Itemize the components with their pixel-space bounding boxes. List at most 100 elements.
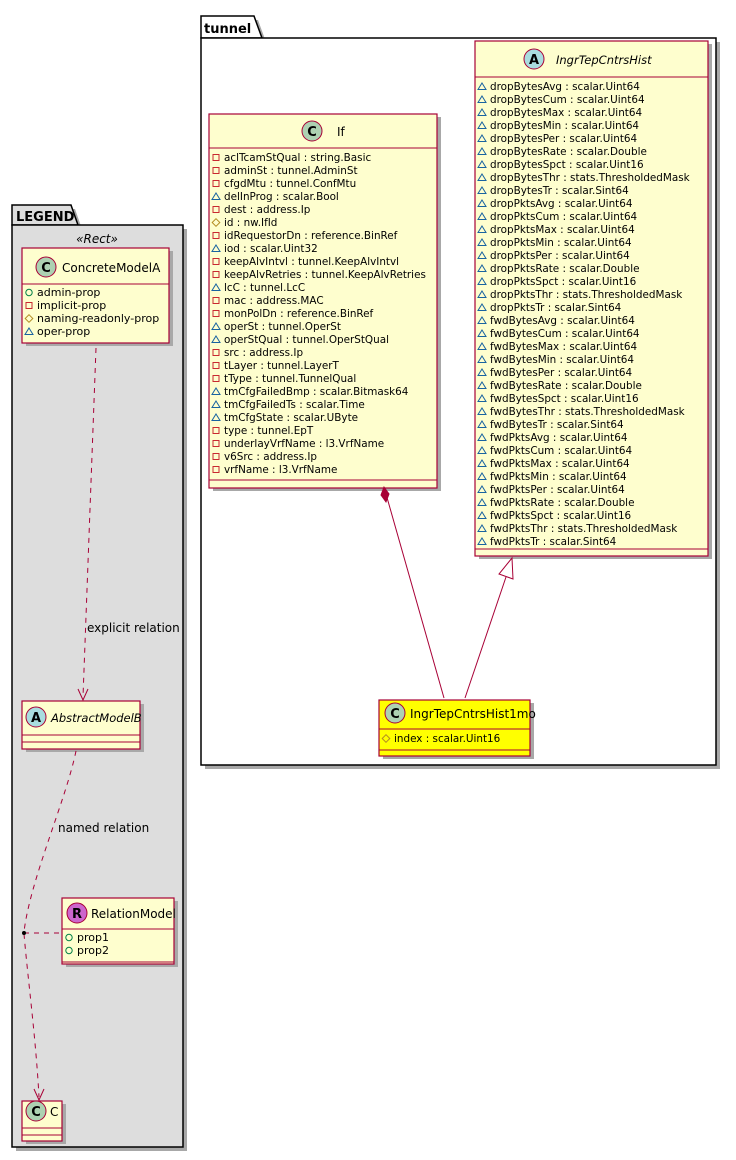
class-name: RelationModel	[91, 907, 176, 921]
class-property: dest : address.Ip	[224, 204, 311, 216]
visibility-package-icon	[477, 303, 487, 311]
class-name: C	[50, 1105, 58, 1119]
class-property: dropPktsMax : scalar.Uint64	[490, 224, 635, 236]
legend-title: LEGEND	[16, 210, 75, 225]
visibility-package-icon	[477, 264, 487, 272]
class-property: dropPktsAvg : scalar.Uint64	[490, 198, 633, 210]
class-property: iod : scalar.Uint32	[224, 243, 318, 255]
visibility-package-icon	[211, 192, 221, 200]
visibility-private-icon	[212, 167, 220, 174]
class-property: admin-prop	[37, 286, 100, 299]
class-property: fwdBytesCum : scalar.Uint64	[490, 328, 640, 340]
stereotype-c-icon	[25, 1100, 47, 1122]
visibility-private-icon	[212, 453, 220, 460]
class-if[interactable]: C If aclTcamStQual : string.BasicadminSt…	[208, 113, 441, 491]
class-property: dropPktsCum : scalar.Uint64	[490, 211, 638, 223]
class-property: dropBytesSpct : scalar.Uint16	[490, 159, 644, 171]
visibility-package-icon	[477, 394, 487, 402]
generalization-arrow	[464, 556, 514, 699]
class-c[interactable]: C C	[21, 1100, 66, 1144]
class-property: src : address.Ip	[224, 347, 303, 359]
class-name: IngrTepCntrsHist1mo	[410, 707, 536, 721]
visibility-package-icon	[24, 327, 34, 335]
visibility-package-icon	[211, 322, 221, 330]
class-abstract-model-b[interactable]: A AbstractModelB	[21, 700, 144, 752]
visibility-package-icon	[477, 472, 487, 480]
class-property: lcC : tunnel.LcC	[224, 282, 305, 294]
visibility-package-icon	[477, 95, 487, 103]
class-property: fwdPktsSpct : scalar.Uint16	[490, 510, 631, 522]
arrowhead-open	[77, 688, 89, 702]
visibility-public-icon	[65, 946, 73, 955]
named-relation-arrow: named relation	[22, 750, 149, 1102]
visibility-private-icon	[212, 232, 220, 239]
visibility-package-icon	[477, 407, 487, 415]
class-property: operSt : tunnel.OperSt	[224, 321, 341, 333]
class-property: fwdBytesAvg : scalar.Uint64	[490, 315, 635, 327]
visibility-package-icon	[477, 186, 487, 194]
visibility-private-icon	[212, 180, 220, 187]
class-property: operStQual : tunnel.OperStQual	[224, 334, 389, 346]
class-property: mac : address.MAC	[224, 295, 324, 307]
class-ingr-tep-cntrs-hist1mo[interactable]: C IngrTepCntrsHist1mo index : scalar.Uin…	[378, 699, 536, 759]
visibility-package-icon	[477, 212, 487, 220]
visibility-private-icon	[212, 375, 220, 382]
class-property: oper-prop	[37, 325, 90, 338]
class-property: dropBytesMax : scalar.Uint64	[490, 107, 642, 119]
class-property: dropPktsTr : scalar.Sint64	[490, 302, 622, 314]
class-property: dropPktsSpct : scalar.Uint16	[490, 276, 636, 288]
class-property: fwdPktsRate : scalar.Double	[490, 497, 634, 509]
stereotype-c-icon	[384, 702, 406, 724]
visibility-package-icon	[477, 355, 487, 363]
class-property: keepAlvRetries : tunnel.KeepAlvRetries	[224, 269, 426, 281]
class-ingr-tep-cntrs-hist[interactable]: A IngrTepCntrsHist dropBytesAvg : scalar…	[474, 40, 712, 559]
visibility-package-icon	[477, 199, 487, 207]
class-property: keepAlvIntvl : tunnel.KeepAlvIntvl	[224, 256, 399, 268]
class-box	[21, 247, 170, 344]
visibility-package-icon	[477, 316, 487, 324]
explicit-relation-label: explicit relation	[87, 621, 180, 635]
class-concrete-model-a[interactable]: C ConcreteModelA admin-propimplicit-prop…	[21, 247, 173, 346]
visibility-private-icon	[212, 154, 220, 161]
class-property: prop2	[77, 944, 109, 957]
class-property: fwdPktsMax : scalar.Uint64	[490, 458, 630, 470]
visibility-package-icon	[477, 160, 487, 168]
visibility-package-icon	[477, 251, 487, 259]
stereotype-icon-letter: A	[529, 53, 539, 68]
mo-props: index : scalar.Uint16	[381, 733, 500, 745]
legend-stereotype: «Rect»	[76, 232, 118, 246]
composition-diamond	[380, 485, 390, 504]
visibility-package-icon	[477, 524, 487, 532]
visibility-protected-icon	[211, 217, 221, 228]
stereotype-c-icon	[35, 256, 57, 278]
visibility-package-icon	[477, 277, 487, 285]
class-property: fwdPktsCum : scalar.Uint64	[490, 445, 633, 457]
visibility-package-icon	[477, 342, 487, 350]
stereotype-icon-letter: C	[390, 707, 400, 722]
class-property: fwdBytesSpct : scalar.Uint16	[490, 393, 639, 405]
stereotype-a-icon	[25, 706, 47, 728]
class-name: IngrTepCntrsHist	[556, 53, 652, 67]
class-property: dropPktsMin : scalar.Uint64	[490, 237, 632, 249]
class-property: vrfName : l3.VrfName	[224, 464, 337, 476]
class-property: dropBytesAvg : scalar.Uint64	[490, 81, 640, 93]
class-property: tType : tunnel.TunnelQual	[224, 373, 356, 385]
class-property: fwdBytesThr : stats.ThresholdedMask	[490, 406, 685, 418]
class-box	[474, 40, 709, 557]
visibility-package-icon	[477, 498, 487, 506]
stereotype-a-icon	[523, 48, 545, 70]
visibility-public-icon	[25, 288, 33, 297]
visibility-package-icon	[477, 225, 487, 233]
stereotype-icon-letter: C	[41, 261, 51, 276]
stereotype-c-icon	[301, 120, 323, 142]
visibility-package-icon	[211, 413, 221, 421]
visibility-package-icon	[211, 387, 221, 395]
class-property: fwdPktsTr : scalar.Sint64	[490, 536, 617, 548]
class-property: naming-readonly-prop	[37, 312, 159, 325]
visibility-package-icon	[477, 368, 487, 376]
class-property: fwdPktsThr : stats.ThresholdedMask	[490, 523, 677, 535]
class-property: id : nw.IfId	[224, 217, 277, 229]
